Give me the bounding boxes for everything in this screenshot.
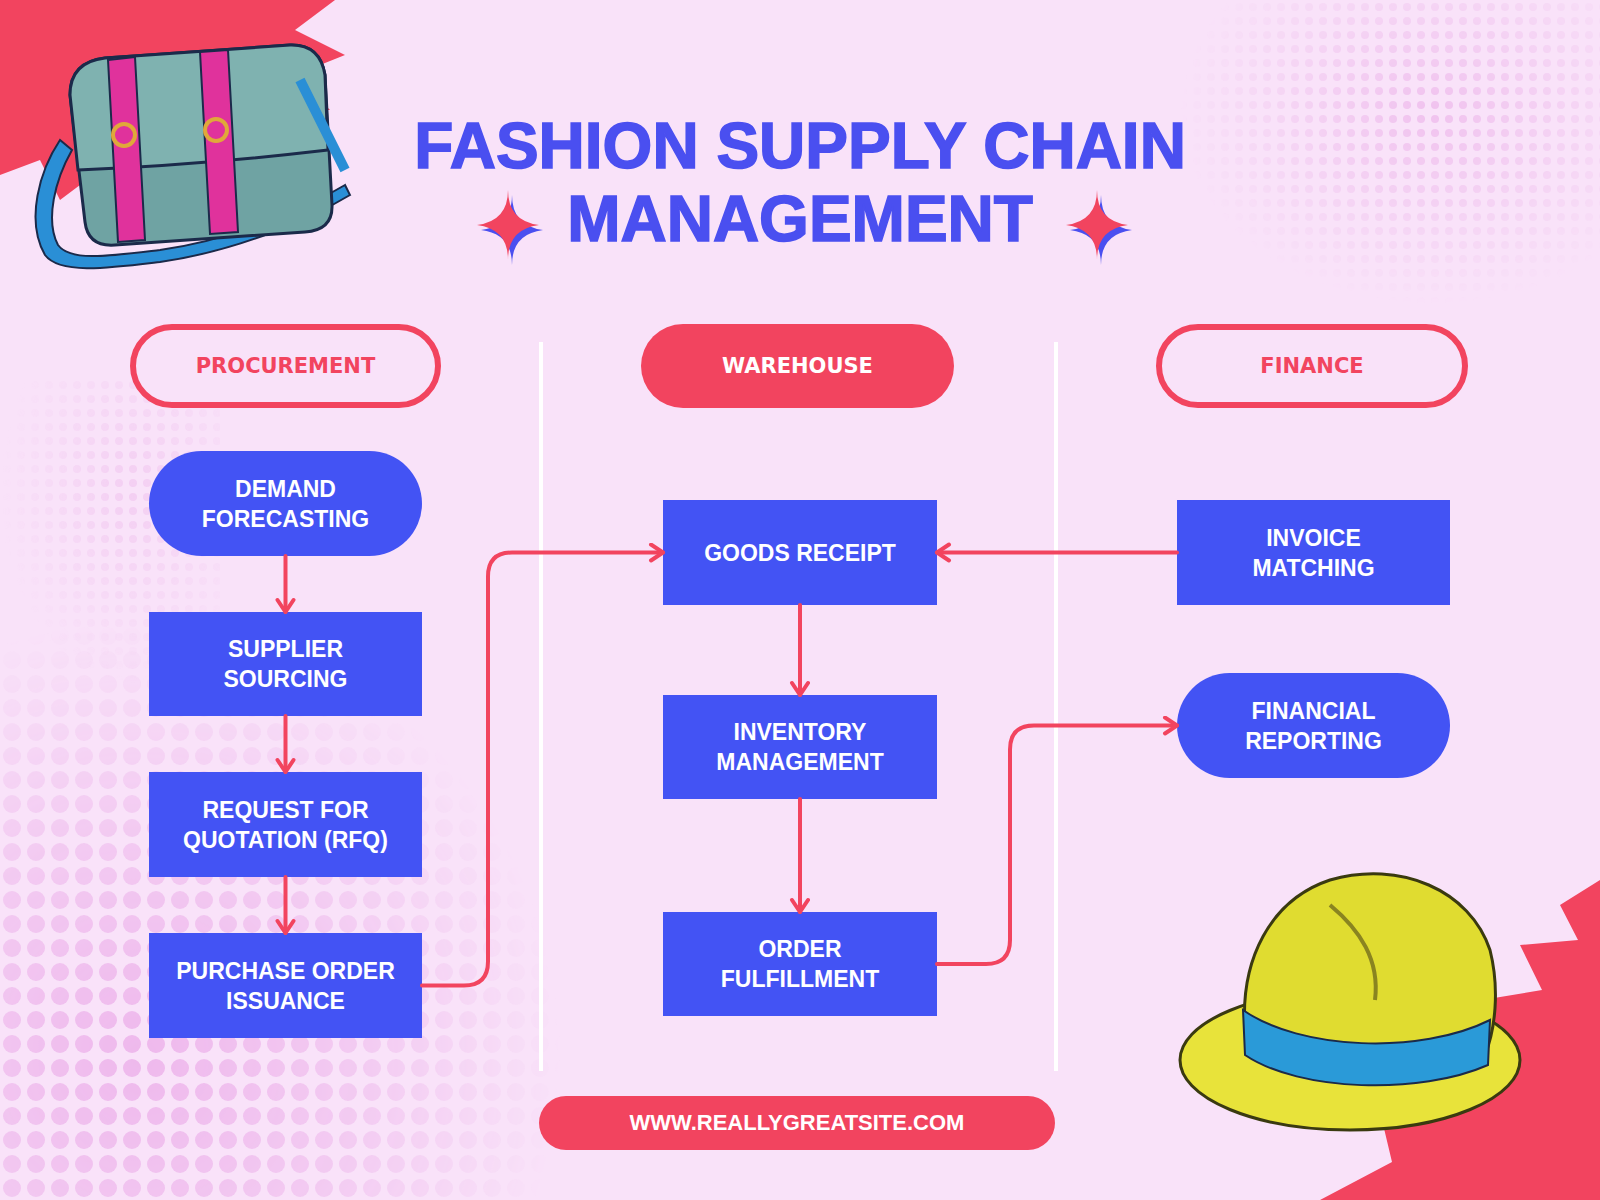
sparkle-star: [1066, 190, 1128, 260]
node-shape: [663, 695, 937, 799]
process-box: GOODS RECEIPT: [663, 500, 937, 605]
box-outline: [149, 772, 422, 877]
node-label: WAREHOUSE: [722, 353, 873, 379]
process-box: INVENTORY MANAGEMENT: [663, 695, 937, 799]
node-shape: [663, 912, 937, 1016]
flow-arrow: [284, 877, 288, 933]
pill-outline: [539, 1096, 1055, 1150]
node-content: PROCUREMENT: [130, 324, 441, 408]
flow-arrow: [937, 551, 1177, 555]
flow-arrow: [284, 716, 288, 772]
column-divider: [539, 342, 543, 1071]
flow-arrow: [284, 556, 288, 612]
box-outline: [149, 612, 422, 716]
box-outline: [1177, 500, 1450, 605]
node-label: PURCHASE ORDER ISSUANCE: [175, 956, 397, 1016]
pill-node: DEMAND FORECASTING: [149, 451, 422, 556]
pill-outline: [1177, 673, 1450, 778]
flow-arrow: [937, 726, 1177, 965]
pill-node: FINANCE: [1156, 324, 1468, 408]
bag-body: [70, 45, 332, 245]
bag-buckle-strap: [108, 57, 145, 242]
node-content: ORDER FULFILLMENT: [663, 912, 937, 1016]
node-label: SUPPLIER SOURCING: [175, 634, 397, 694]
node-label: INVOICE MATCHING: [1203, 523, 1425, 583]
node-label: FINANCIAL REPORTING: [1203, 696, 1425, 756]
halftone-field: [1180, 0, 1600, 320]
bag-buckle-strap: [200, 50, 238, 234]
node-content: GOODS RECEIPT: [663, 500, 937, 605]
box-outline: [663, 500, 937, 605]
flow-arrow: [798, 799, 802, 912]
node-content: WAREHOUSE: [641, 324, 954, 408]
hat-band: [1243, 1010, 1490, 1085]
column-divider: [1054, 342, 1058, 1071]
bag-ring: [205, 119, 227, 141]
box-outline: [663, 912, 937, 1016]
node-content: DEMAND FORECASTING: [149, 451, 422, 556]
node-shape: [149, 933, 422, 1038]
bag-ring: [113, 124, 135, 146]
pill-node: WWW.REALLYGREATSITE.COM: [539, 1096, 1055, 1150]
pill-outline: [133, 327, 438, 405]
node-shape: [1177, 500, 1450, 605]
bag-strap: [300, 80, 345, 170]
hat-crease: [1330, 905, 1376, 1000]
node-content: PURCHASE ORDER ISSUANCE: [149, 933, 422, 1038]
flow-arrow: [798, 605, 802, 695]
bag-illustration: [36, 45, 350, 268]
node-label: ORDER FULFILLMENT: [689, 934, 911, 994]
diagram-title: FASHION SUPPLY CHAIN MANAGEMENT: [350, 110, 1250, 256]
node-shape: [149, 612, 422, 716]
pill-outline: [1159, 327, 1465, 405]
node-content: SUPPLIER SOURCING: [149, 612, 422, 716]
node-label: FINANCE: [1260, 353, 1363, 379]
process-box: REQUEST FOR QUOTATION (RFQ): [149, 772, 422, 877]
node-shape: [149, 772, 422, 877]
pill-node: WAREHOUSE: [641, 324, 954, 408]
node-label: PROCUREMENT: [196, 353, 376, 379]
node-shape: [149, 451, 422, 556]
node-content: FINANCE: [1156, 324, 1468, 408]
sparkle-star: [477, 190, 539, 260]
process-box: SUPPLIER SOURCING: [149, 612, 422, 716]
node-content: INVENTORY MANAGEMENT: [663, 695, 937, 799]
pill-node: FINANCIAL REPORTING: [1177, 673, 1450, 778]
box-outline: [663, 695, 937, 799]
pill-node: PROCUREMENT: [130, 324, 441, 408]
node-content: WWW.REALLYGREATSITE.COM: [539, 1096, 1055, 1150]
node-label: GOODS RECEIPT: [704, 538, 896, 568]
pill-outline: [149, 451, 422, 556]
process-box: ORDER FULFILLMENT: [663, 912, 937, 1016]
node-content: REQUEST FOR QUOTATION (RFQ): [149, 772, 422, 877]
flow-arrow: [422, 553, 663, 986]
node-label: WWW.REALLYGREATSITE.COM: [630, 1110, 965, 1136]
hat-illustration: [1180, 874, 1520, 1130]
node-label: REQUEST FOR QUOTATION (RFQ): [175, 795, 397, 855]
pill-outline: [641, 324, 954, 408]
box-outline: [149, 933, 422, 1038]
node-content: INVOICE MATCHING: [1177, 500, 1450, 605]
process-box: PURCHASE ORDER ISSUANCE: [149, 933, 422, 1038]
node-content: FINANCIAL REPORTING: [1177, 673, 1450, 778]
node-shape: [1177, 673, 1450, 778]
node-label: DEMAND FORECASTING: [175, 474, 397, 534]
node-label: INVENTORY MANAGEMENT: [689, 717, 911, 777]
process-box: INVOICE MATCHING: [1177, 500, 1450, 605]
